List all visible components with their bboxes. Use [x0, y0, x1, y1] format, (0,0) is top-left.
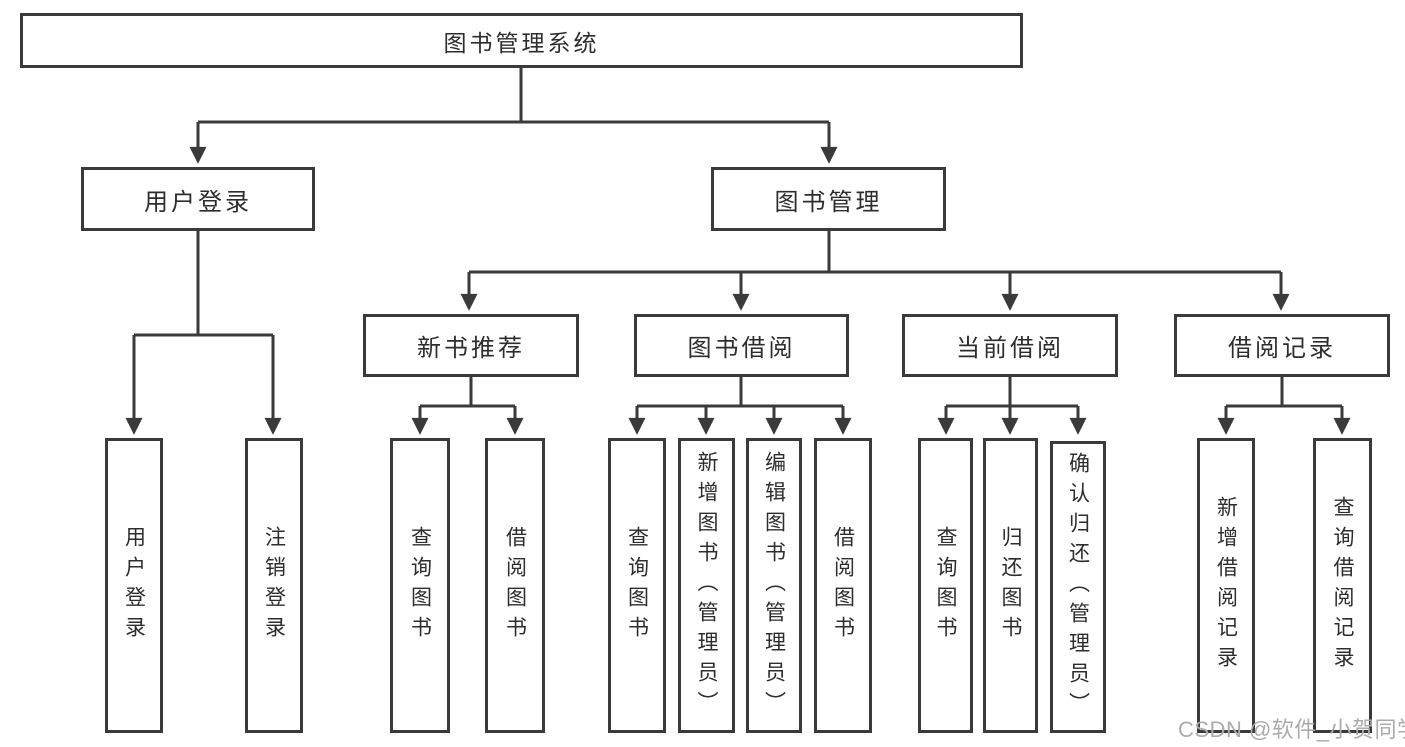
node-label: 新书推荐	[417, 335, 525, 362]
connector-book-management-children	[460, 231, 1290, 311]
node-label: 注销登录	[262, 525, 286, 646]
leaf-add-books-admin: 新增图书（管理员）	[678, 438, 735, 733]
node-label: 确认归还（管理员）	[1066, 452, 1090, 722]
leaf-query-books-recommend: 查询图书	[390, 438, 450, 733]
node-book-management: 图书管理	[711, 167, 946, 231]
node-label: 查询图书	[408, 525, 432, 646]
node-label: 借阅记录	[1228, 335, 1336, 362]
node-book-borrow: 图书借阅	[634, 314, 849, 377]
leaf-borrow-books: 借阅图书	[814, 438, 872, 733]
node-current-borrow: 当前借阅	[902, 314, 1118, 377]
leaf-edit-books-admin: 编辑图书（管理员）	[746, 438, 802, 733]
node-label: 借阅图书	[503, 525, 527, 646]
leaf-query-books-borrow: 查询图书	[608, 438, 666, 733]
connector-user-login-children	[125, 231, 282, 435]
node-label: 用户登录	[122, 525, 146, 646]
node-label: 查询图书	[934, 525, 957, 646]
node-label: 查询借阅记录	[1331, 495, 1354, 676]
node-label: 新增图书（管理员）	[695, 450, 718, 721]
node-label: 图书借阅	[687, 335, 796, 362]
node-label: 归还图书	[999, 525, 1022, 646]
node-borrow-record: 借阅记录	[1174, 314, 1390, 377]
csdn-watermark: CSDN @软件_小贺同学	[1178, 717, 1405, 742]
leaf-borrow-books-recommend: 借阅图书	[485, 438, 545, 733]
node-user-login: 用户登录	[81, 167, 315, 231]
node-label: 借阅图书	[831, 525, 855, 646]
leaf-query-borrow-record: 查询借阅记录	[1313, 438, 1372, 733]
node-label: 图书管理系统	[443, 29, 600, 56]
node-label: 新增借阅记录	[1214, 495, 1238, 676]
node-library-management-system: 图书管理系统	[20, 13, 1023, 68]
connector-book-borrow-children	[628, 377, 852, 435]
leaf-return-books: 归还图书	[983, 438, 1038, 733]
connector-borrow-record-children	[1217, 377, 1351, 435]
leaf-user-login: 用户登录	[105, 438, 163, 733]
leaf-confirm-return-admin: 确认归还（管理员）	[1050, 441, 1106, 733]
node-label: 查询图书	[625, 525, 649, 646]
leaf-logout: 注销登录	[245, 438, 303, 733]
node-label: 用户登录	[144, 188, 252, 216]
node-new-book-recommend: 新书推荐	[363, 314, 579, 377]
connector-current-borrow-children	[937, 377, 1087, 435]
node-label: 编辑图书（管理员）	[762, 450, 786, 721]
connector-new-book-children	[411, 377, 524, 435]
leaf-add-borrow-record: 新增借阅记录	[1197, 438, 1255, 733]
leaf-query-books-current: 查询图书	[918, 438, 973, 733]
connector-root-to-level2	[189, 68, 838, 164]
node-label: 当前借阅	[956, 335, 1064, 362]
node-label: 图书管理	[774, 188, 883, 216]
